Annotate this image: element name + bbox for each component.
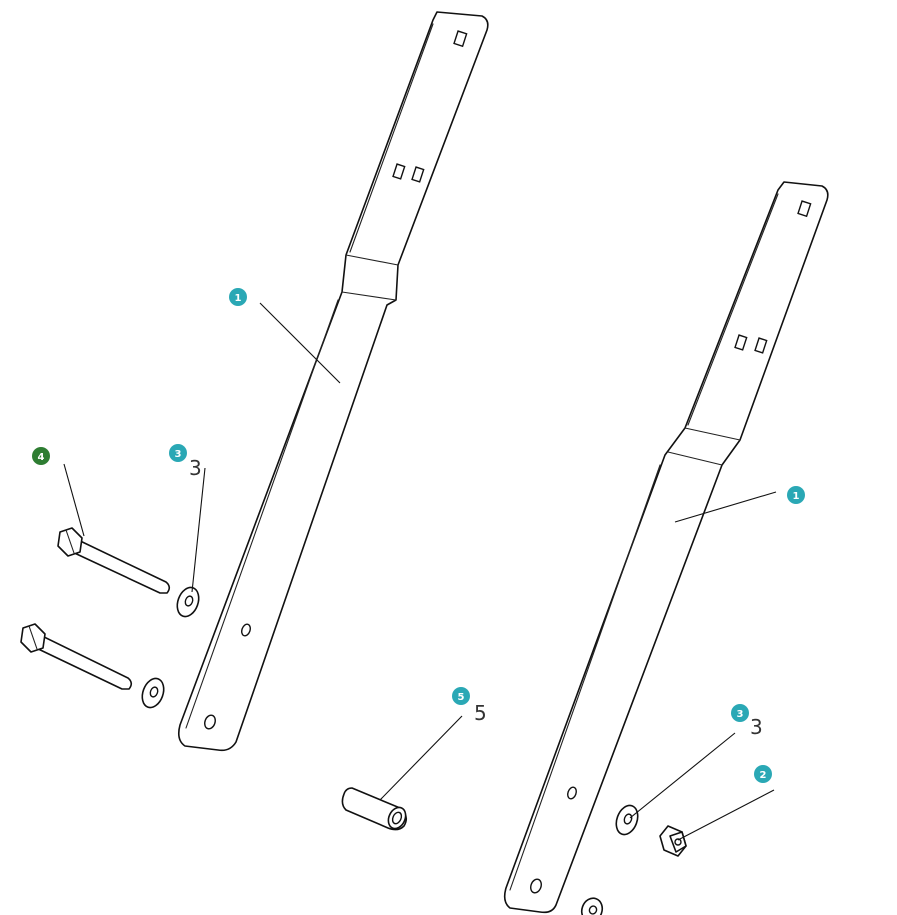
callout-4[interactable]: 4 xyxy=(32,447,50,465)
bolt-lower xyxy=(20,623,133,690)
callout-label: 5 xyxy=(458,692,465,703)
callout-5[interactable]: 5 xyxy=(452,687,470,705)
callout-label: 1 xyxy=(793,491,800,502)
stray-mark-3-left: 3 xyxy=(189,456,202,480)
callout-badge xyxy=(731,704,749,722)
callout-badge xyxy=(32,447,50,465)
nut xyxy=(659,825,687,857)
washer-lower-left xyxy=(141,677,165,709)
bolt-upper xyxy=(57,527,171,594)
leader-lines xyxy=(63,302,777,841)
arm-right xyxy=(503,181,829,914)
callout-label: 4 xyxy=(38,452,45,463)
callout-label: 1 xyxy=(235,293,242,304)
spacer-bushing xyxy=(341,787,408,831)
callout-badge xyxy=(229,288,247,306)
callout-badge xyxy=(452,687,470,705)
washer-bottom xyxy=(580,897,604,915)
callout-label: 2 xyxy=(760,770,767,781)
stray-mark-3-right: 3 xyxy=(750,715,763,739)
stray-mark-5: 5 xyxy=(474,701,487,725)
callout-badge xyxy=(754,765,772,783)
callout-badge xyxy=(169,444,187,462)
callout-2[interactable]: 2 xyxy=(754,765,772,783)
callout-label: 3 xyxy=(737,709,744,720)
callout-badge xyxy=(787,486,805,504)
arm-left xyxy=(178,11,489,752)
callout-3-left[interactable]: 3 xyxy=(169,444,187,462)
callout-1-left[interactable]: 1 xyxy=(229,288,247,306)
callout-1-right[interactable]: 1 xyxy=(787,486,805,504)
washer-right xyxy=(615,804,639,836)
callout-3-right[interactable]: 3 xyxy=(731,704,749,722)
washer-upper-left xyxy=(176,586,200,618)
callout-label: 3 xyxy=(175,449,182,460)
